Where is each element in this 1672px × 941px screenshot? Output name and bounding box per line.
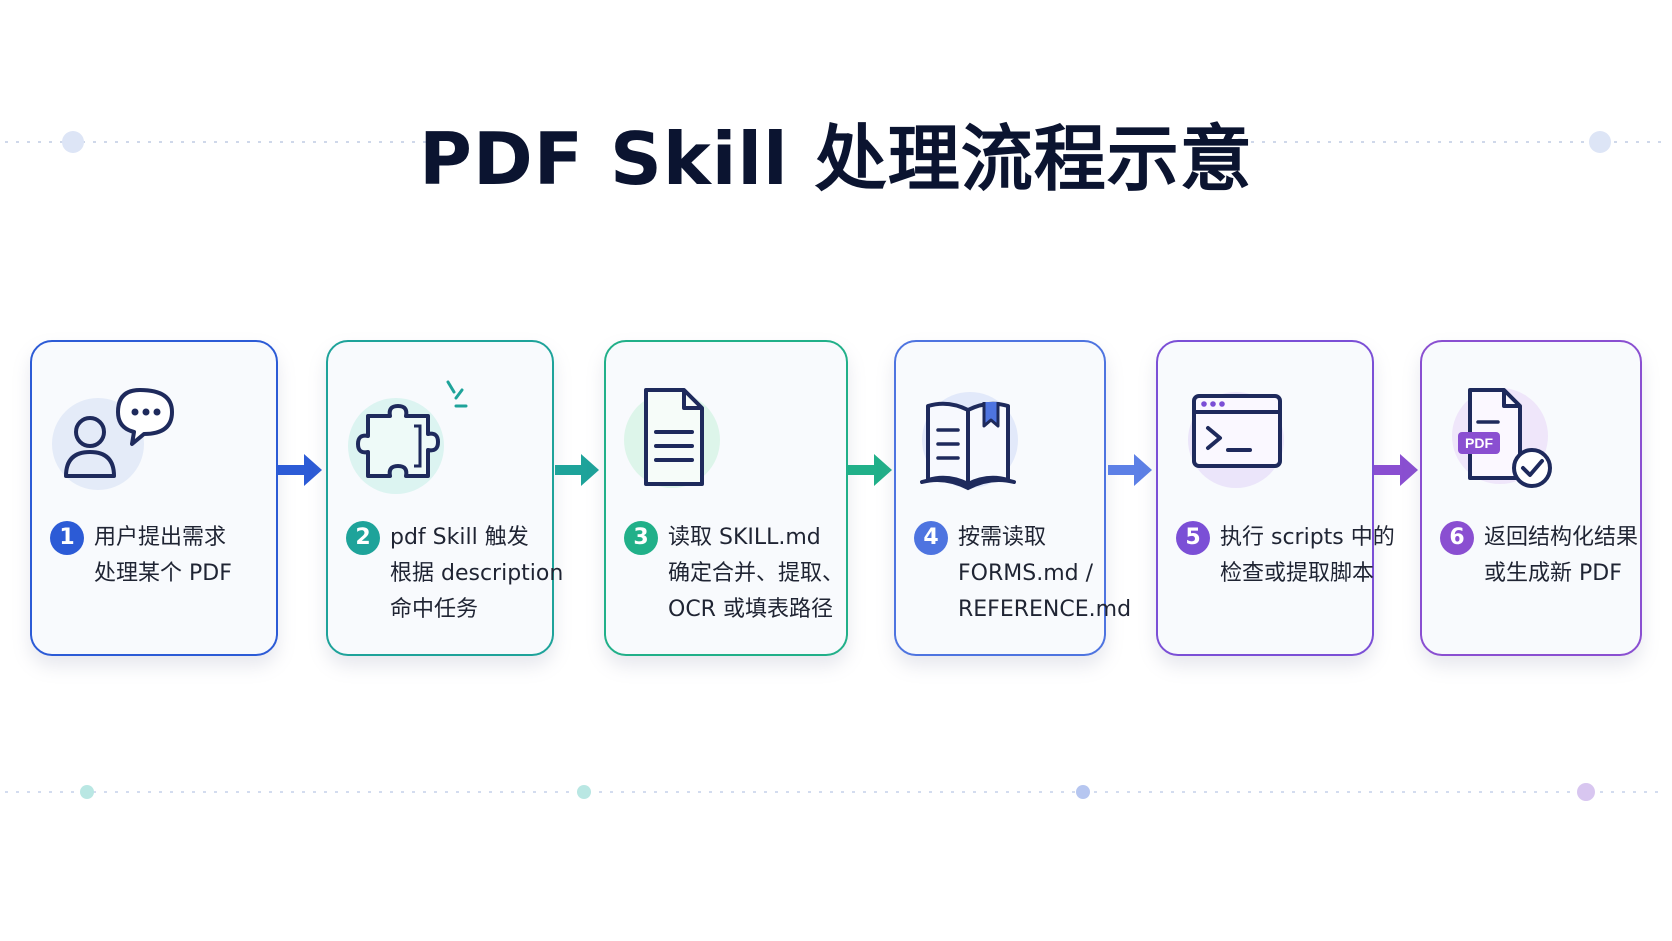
bottom-dot-2 [577, 785, 591, 799]
bottom-dot-1 [80, 785, 94, 799]
step-label-1: 用户提出需求 处理某个 PDF [94, 520, 232, 592]
flow-arrow-2 [555, 454, 599, 486]
step-text-1: 1 用户提出需求 处理某个 PDF [50, 520, 268, 592]
step-badge-4: 4 [914, 521, 948, 555]
step-line: REFERENCE.md [958, 597, 1132, 622]
step-text-3: 3 读取 SKILL.md 确定合并、提取、 OCR 或填表路径 [624, 520, 844, 628]
flow-arrow-5 [1374, 454, 1418, 486]
step-line: 返回结构化结果 [1484, 525, 1639, 550]
user-chat-icon [48, 372, 178, 502]
step-text-4: 4 按需读取 FORMS.md / REFERENCE.md [914, 520, 1131, 628]
step-line: 检查或提取脚本 [1220, 561, 1375, 586]
step-card-1: 1 用户提出需求 处理某个 PDF [30, 340, 278, 656]
step-line: 根据 description [390, 561, 564, 586]
flow-arrow-1 [278, 454, 322, 486]
bottom-dot-3 [1076, 785, 1090, 799]
step-label-6: 返回结构化结果 或生成新 PDF [1484, 520, 1638, 592]
pdf-label: PDF [1465, 435, 1493, 451]
step-badge-2: 2 [346, 521, 380, 555]
step-card-3: 3 读取 SKILL.md 确定合并、提取、 OCR 或填表路径 [604, 340, 848, 656]
top-left-dot [62, 131, 84, 153]
puzzle-icon [344, 372, 474, 502]
open-book-icon [912, 372, 1042, 502]
step-line: OCR 或填表路径 [668, 597, 833, 622]
flow-arrow-3 [848, 454, 892, 486]
step-badge-3: 3 [624, 521, 658, 555]
pdf-check-icon: PDF [1438, 372, 1568, 502]
step-line: 执行 scripts 中的 [1220, 525, 1395, 550]
step-card-4: 4 按需读取 FORMS.md / REFERENCE.md [894, 340, 1131, 656]
step-line: FORMS.md / [958, 561, 1093, 586]
step-line: pdf Skill 触发 [390, 525, 529, 550]
step-label-5: 执行 scripts 中的 检查或提取脚本 [1220, 520, 1395, 592]
step-label-3: 读取 SKILL.md 确定合并、提取、 OCR 或填表路径 [668, 520, 844, 628]
step-line: 确定合并、提取、 [668, 561, 845, 586]
top-right-small-dot [1236, 138, 1244, 146]
top-left-small-dot [426, 138, 434, 146]
step-label-2: pdf Skill 触发 根据 description 命中任务 [390, 520, 563, 628]
step-badge-1: 1 [50, 521, 84, 555]
step-line: 命中任务 [390, 597, 479, 622]
step-badge-6: 6 [1440, 521, 1474, 555]
step-text-5: 5 执行 scripts 中的 检查或提取脚本 [1176, 520, 1395, 592]
step-card-6: PDF 6 返回结构化结果 或生成新 PDF [1420, 340, 1642, 656]
step-text-6: 6 返回结构化结果 或生成新 PDF [1440, 520, 1638, 592]
step-text-2: 2 pdf Skill 触发 根据 description 命中任务 [346, 520, 563, 628]
step-badge-5: 5 [1176, 521, 1210, 555]
step-card-2: 2 pdf Skill 触发 根据 description 命中任务 [326, 340, 563, 656]
step-line: 处理某个 PDF [94, 561, 232, 586]
page-title: PDF Skill 处理流程示意 [419, 117, 1253, 201]
bottom-dot-4 [1577, 783, 1595, 801]
flow-arrow-4 [1108, 454, 1152, 486]
step-label-4: 按需读取 FORMS.md / REFERENCE.md [958, 520, 1131, 628]
top-right-dot [1589, 131, 1611, 153]
terminal-icon [1174, 372, 1304, 502]
step-line: 用户提出需求 [94, 525, 227, 550]
step-line: 按需读取 [958, 525, 1047, 550]
step-card-5: 5 执行 scripts 中的 检查或提取脚本 [1156, 340, 1395, 656]
document-icon [622, 372, 752, 502]
step-line: 读取 SKILL.md [668, 525, 821, 550]
step-line: 或生成新 PDF [1484, 561, 1622, 586]
